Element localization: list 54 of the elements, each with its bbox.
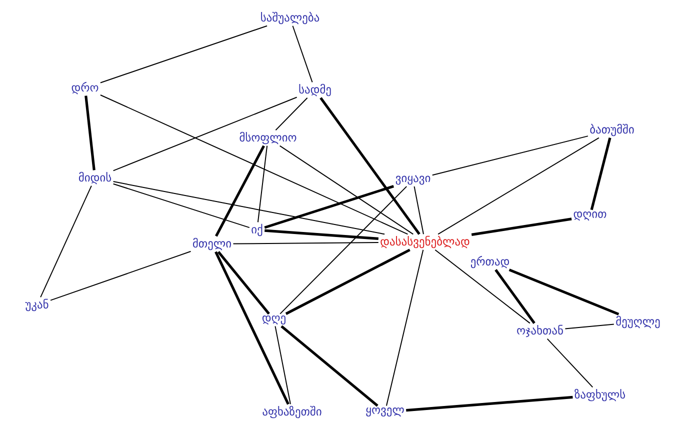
connector-line (112, 181, 386, 235)
word-label: ბათუმში (590, 124, 634, 136)
connector-line (275, 97, 308, 131)
connector-line (386, 249, 424, 406)
connector-line (100, 25, 268, 84)
word-label: დასასვენებლად (380, 236, 470, 248)
connector-line (292, 25, 313, 83)
word-label: ოჯახთან (517, 324, 563, 338)
connector-line (414, 186, 424, 235)
connector-line (285, 248, 410, 315)
connector-line (471, 218, 572, 236)
connector-line (590, 138, 612, 210)
connector-line (508, 268, 620, 316)
word-label: აფხაზეთში (262, 406, 322, 418)
connector-line (264, 184, 394, 229)
connector-line (84, 96, 96, 170)
connector-line (215, 145, 266, 237)
word-label: საშუალება (261, 12, 320, 24)
word-label: დღით (574, 212, 606, 220)
connector-line (112, 96, 298, 172)
word-label: მსოფლიო (240, 132, 296, 144)
connector-line (494, 269, 536, 324)
connector-line (406, 396, 573, 412)
word-label: ვიყავი (396, 175, 430, 185)
connector-line (280, 325, 378, 407)
connector-line (50, 250, 192, 301)
connector-line (40, 185, 92, 298)
word-label: მიდის (78, 172, 112, 184)
word-label: დღე (262, 316, 286, 324)
connector-line (546, 338, 594, 388)
word-label: ყოველ (366, 408, 404, 417)
connector-line (564, 324, 614, 330)
connector-line (280, 186, 408, 314)
word-label: მთელი (193, 238, 231, 250)
word-label: ერთად (470, 256, 509, 268)
word-label: იქ (252, 224, 262, 236)
word-label: უკან (25, 298, 48, 312)
connector-line (274, 326, 291, 405)
word-label: მეუღლე (616, 316, 660, 328)
connector-line (434, 249, 530, 324)
word-label: სადმე (299, 84, 331, 96)
connector-line (438, 137, 600, 235)
connector-line (232, 242, 379, 244)
connector-line (320, 97, 420, 235)
connector-line (100, 94, 408, 235)
connector-line (214, 251, 290, 405)
connector-line (279, 145, 414, 235)
word-label: დრო (72, 82, 98, 94)
connector-line (264, 229, 378, 240)
connector-line (217, 251, 270, 315)
word-label: ზაფხულს (574, 388, 625, 402)
connector-line (112, 183, 250, 228)
connector-line (432, 136, 588, 176)
connector-line (257, 145, 268, 223)
